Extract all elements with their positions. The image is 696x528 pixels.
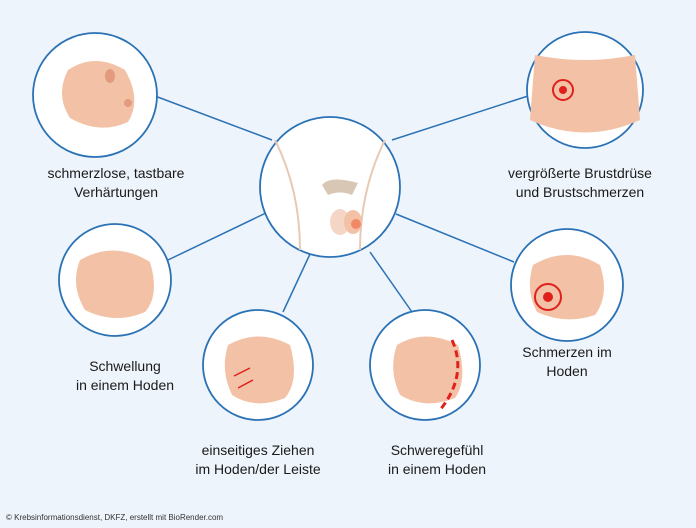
label-line: Verhärtungen (73, 184, 159, 200)
center-body-illustration (259, 116, 401, 258)
heaviness-illustration (369, 309, 481, 421)
label-line: im Hoden/der Leiste (195, 461, 321, 477)
label-line: Schmerzen im (522, 344, 612, 360)
label-line: einseitiges Ziehen (201, 442, 315, 458)
connector-lines (154, 95, 529, 313)
label-line: Schweregefühl (390, 442, 484, 458)
label-line: Schwellung (89, 358, 161, 374)
swelling-illustration (58, 223, 172, 337)
label-breast: vergrößerte Brustdrüse und Brustschmerzen (508, 164, 652, 202)
hardening-illustration (32, 32, 158, 158)
label-line: in einem Hoden (75, 377, 175, 393)
label-line: Hoden (546, 363, 588, 379)
label-pain: Schmerzen im Hoden (522, 343, 611, 381)
label-pulling: einseitiges Ziehen im Hoden/der Leiste (195, 441, 320, 479)
label-line: schmerzlose, tastbare (47, 165, 185, 181)
label-heaviness: Schweregefühl in einem Hoden (388, 441, 486, 479)
label-line: und Brustschmerzen (515, 184, 645, 200)
copyright-footer: © Krebsinformationsdienst, DKFZ, erstell… (6, 513, 224, 522)
label-line: vergrößerte Brustdrüse (508, 165, 652, 181)
pain-illustration (510, 228, 624, 342)
label-line: in einem Hoden (387, 461, 487, 477)
label-swelling: Schwellung in einem Hoden (76, 357, 174, 395)
pulling-illustration (202, 309, 314, 421)
breast-illustration (526, 31, 644, 149)
